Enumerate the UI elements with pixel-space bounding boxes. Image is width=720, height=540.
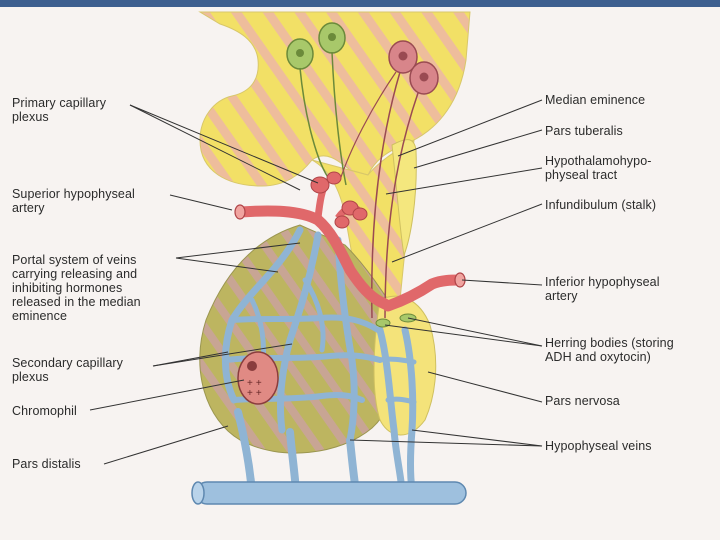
leader-portal-1	[176, 243, 300, 258]
leader-herring-1	[408, 318, 542, 346]
leader-primary-capillary-2	[130, 105, 300, 190]
leader-hypophyseal-veins-2	[350, 440, 542, 446]
label-portal-system: Portal system of veins carrying releasin…	[12, 253, 141, 323]
label-primary-capillary-plexus: Primary capillary plexus	[12, 96, 106, 124]
leader-pars-nervosa	[428, 372, 542, 402]
leader-pars-distalis	[104, 426, 228, 464]
leader-primary-capillary-1	[130, 105, 318, 183]
leader-herring-2	[385, 325, 542, 346]
label-herring-bodies: Herring bodies (storing ADH and oxytocin…	[545, 336, 674, 364]
label-chromophil: Chromophil	[12, 404, 77, 418]
leader-chromophil	[90, 380, 244, 410]
label-hypophyseal-veins: Hypophyseal veins	[545, 439, 652, 453]
leader-pars-tuberalis	[414, 130, 542, 168]
label-superior-hypophyseal-artery: Superior hypophyseal artery	[12, 187, 135, 215]
label-pars-distalis: Pars distalis	[12, 457, 81, 471]
label-pars-tuberalis: Pars tuberalis	[545, 124, 623, 138]
label-infundibulum: Infundibulum (stalk)	[545, 198, 656, 212]
label-median-eminence: Median eminence	[545, 93, 645, 107]
label-hypothalamohypophyseal-tract: Hypothalamohypo- physeal tract	[545, 154, 652, 182]
leader-inferior-artery	[462, 280, 542, 285]
label-pars-nervosa: Pars nervosa	[545, 394, 620, 408]
leader-superior-artery	[170, 195, 232, 210]
label-inferior-hypophyseal-artery: Inferior hypophyseal artery	[545, 275, 660, 303]
leader-infundibulum	[392, 204, 542, 262]
leader-secondary-2	[153, 344, 292, 366]
leader-tract	[386, 168, 542, 194]
leader-portal-2	[176, 258, 278, 272]
label-secondary-capillary-plexus: Secondary capillary plexus	[12, 356, 123, 384]
leader-median-eminence	[398, 100, 542, 156]
